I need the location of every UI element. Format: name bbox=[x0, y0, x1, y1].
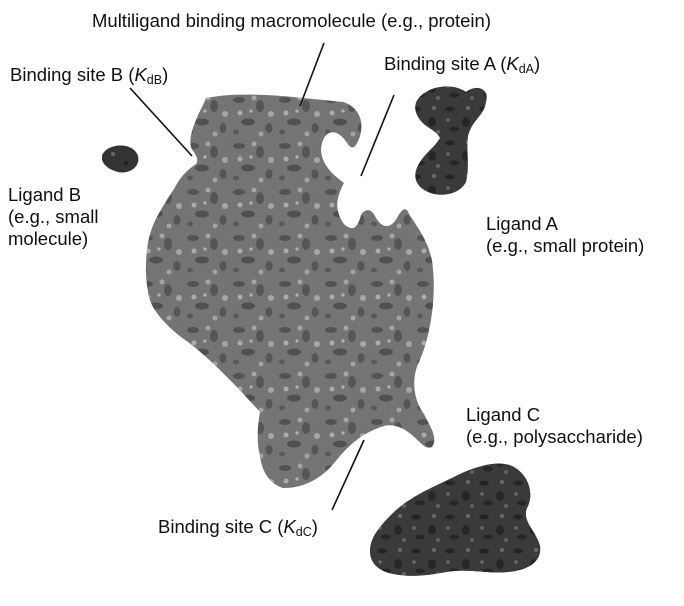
macromolecule-shape bbox=[140, 90, 440, 490]
ligand-b-example-line-2: molecule) bbox=[8, 228, 98, 250]
site-a-label: Binding site A (KdA) bbox=[384, 53, 540, 75]
ligand-a-name: Ligand A bbox=[486, 213, 644, 235]
ligand-b-label: Ligand B (e.g., small molecule) bbox=[8, 184, 98, 250]
ligand-c-name: Ligand C bbox=[466, 404, 643, 426]
site-c-label: Binding site C (KdC) bbox=[158, 516, 318, 538]
site-b-label: Binding site B (KdB) bbox=[10, 64, 168, 86]
site-a-leader-line bbox=[361, 95, 394, 176]
ligand-c-shape bbox=[360, 455, 550, 585]
ligand-a-label: Ligand A (e.g., small protein) bbox=[486, 213, 644, 257]
ligand-c-label: Ligand C (e.g., polysaccharide) bbox=[466, 404, 643, 448]
ligand-b-shape bbox=[102, 145, 138, 172]
ligand-a-shape bbox=[405, 80, 495, 205]
site-b-leader-line bbox=[130, 88, 192, 156]
ligand-c-example: (e.g., polysaccharide) bbox=[466, 426, 643, 448]
ligand-b-example-line-1: (e.g., small bbox=[8, 206, 98, 228]
macromolecule-label: Multiligand binding macromolecule (e.g.,… bbox=[92, 10, 491, 32]
ligand-b-name: Ligand B bbox=[8, 184, 98, 206]
ligand-a-example: (e.g., small protein) bbox=[486, 235, 644, 257]
macromolecule-leader-line bbox=[300, 43, 324, 106]
